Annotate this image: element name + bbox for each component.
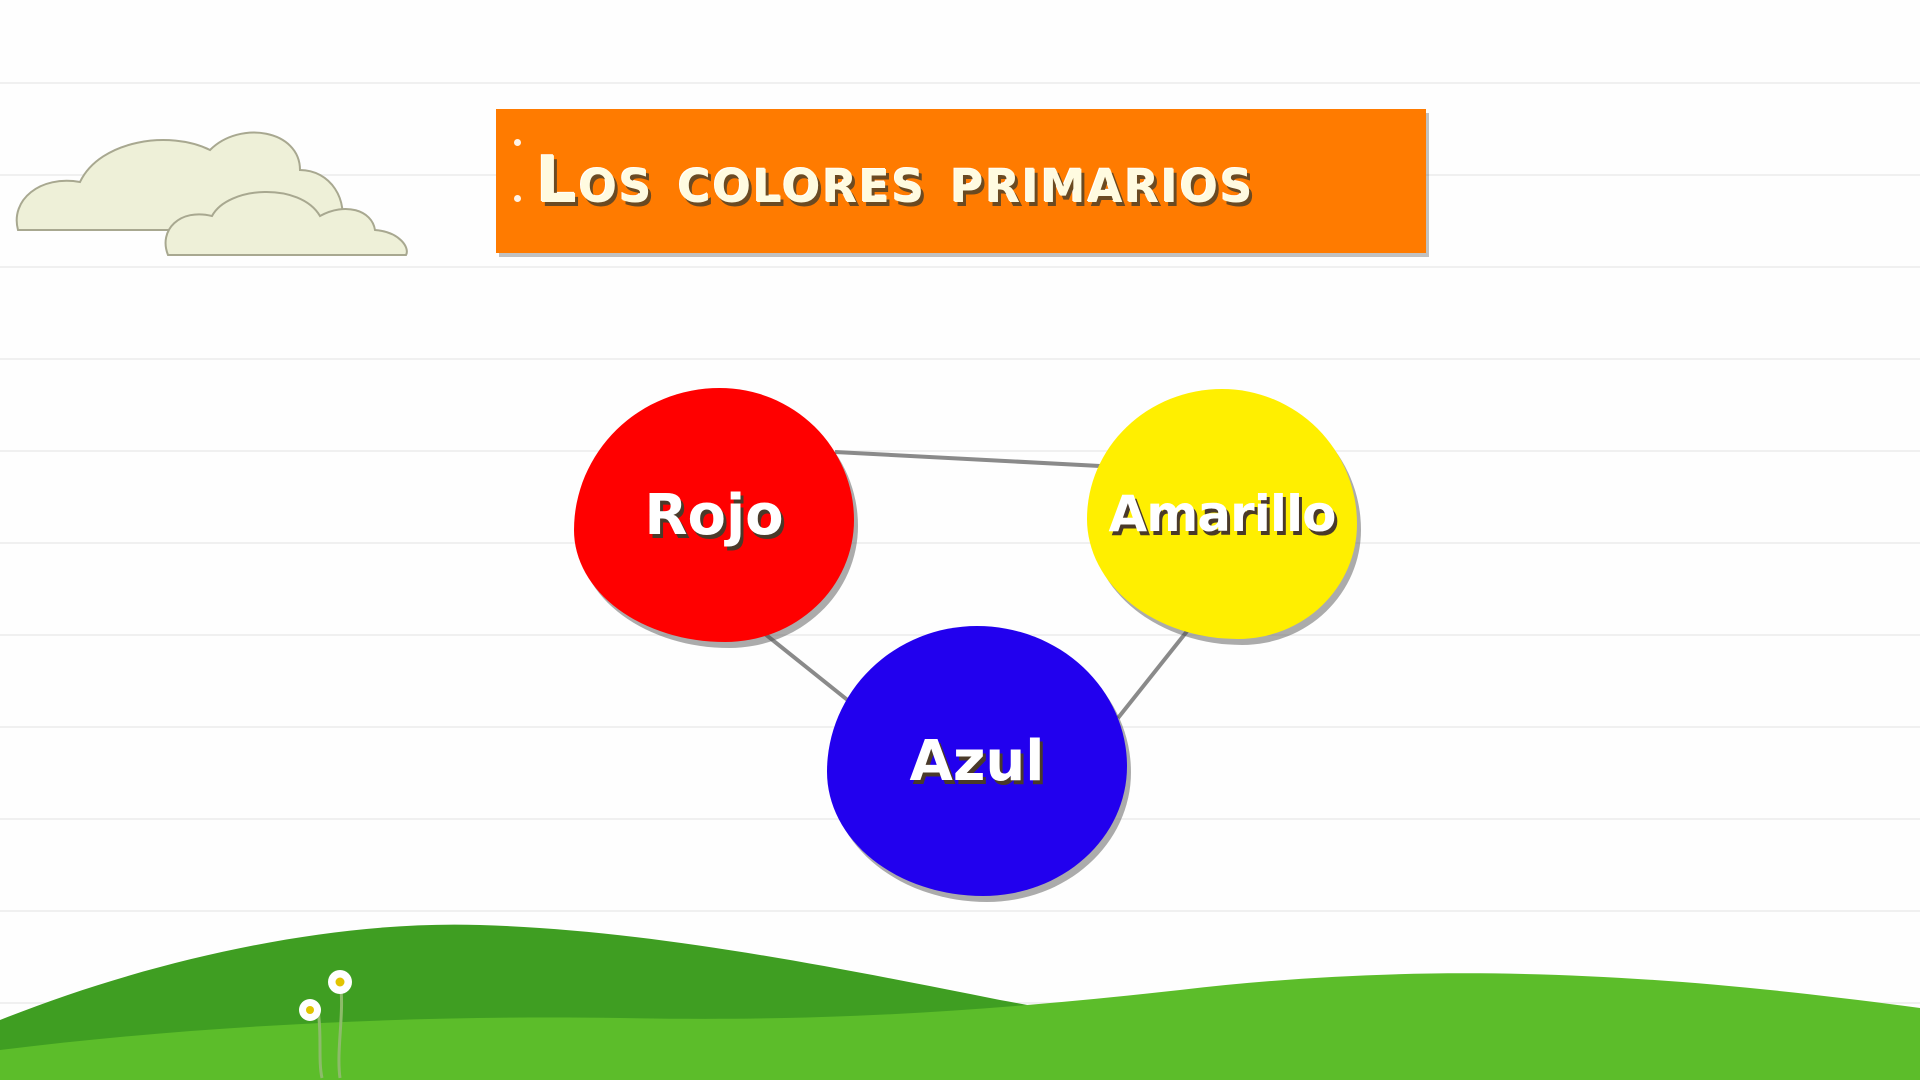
node-label-azul: Azul (909, 728, 1045, 794)
node-label-rojo: Rojo (644, 482, 784, 548)
connector-rojo-azul (758, 628, 852, 704)
node-azul: Azul (827, 626, 1127, 896)
cloud-icon (164, 191, 408, 256)
node-label-amarillo: Amarillo (1108, 485, 1337, 543)
connector-rojo-amarillo (834, 450, 1101, 468)
node-rojo: Rojo (574, 388, 854, 642)
node-amarillo: Amarillo (1087, 389, 1357, 639)
page-title: Los colores primarios (536, 144, 1255, 218)
title-banner: Los colores primarios (496, 109, 1426, 253)
hills (0, 924, 1920, 1080)
hill-shape (0, 973, 1920, 1080)
clouds (15, 131, 408, 256)
connector-amarillo-azul (1116, 628, 1190, 720)
daisy-flower-icon (299, 970, 352, 1079)
